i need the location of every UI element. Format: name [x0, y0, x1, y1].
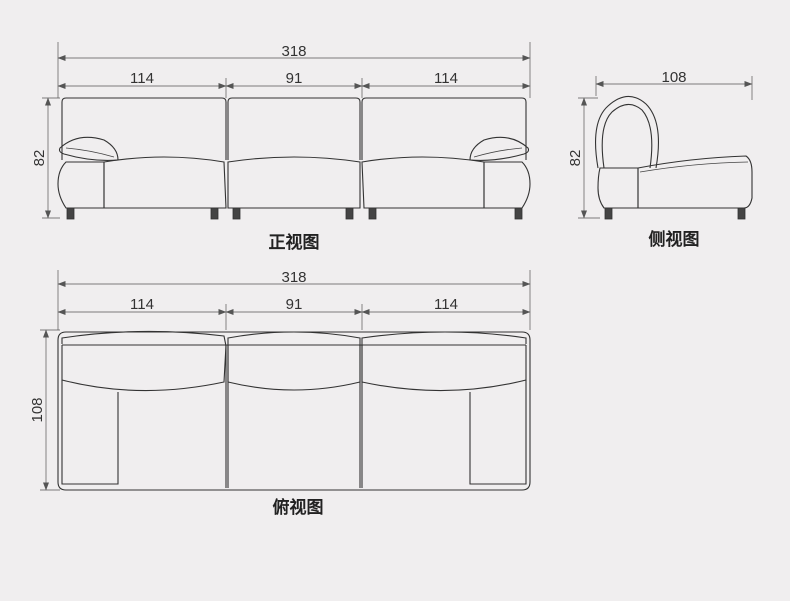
top-segment-dimensions: 114 91 114	[57, 296, 531, 330]
front-right-width-label: 114	[434, 70, 458, 87]
top-left-width-label: 114	[130, 296, 154, 313]
front-segment-dimensions: 114 91 114	[57, 70, 531, 98]
side-depth-label: 108	[661, 69, 686, 86]
side-view-title: 侧视图	[649, 229, 700, 250]
front-total-width-label: 318	[281, 43, 306, 60]
top-right-width-label: 114	[434, 296, 458, 313]
top-total-width-label: 318	[281, 269, 306, 286]
top-mid-width-label: 91	[286, 296, 303, 313]
top-view-title: 俯视图	[273, 497, 324, 518]
top-depth-dimension: 108	[29, 329, 60, 491]
front-height-dimension: 82	[31, 97, 60, 219]
front-left-width-label: 114	[130, 70, 154, 87]
front-mid-width-label: 91	[286, 70, 303, 87]
side-view: 108 82 侧视图	[567, 69, 753, 250]
side-height-dimension: 82	[567, 97, 600, 219]
front-height-label: 82	[31, 150, 48, 167]
top-view: 318 114 91 114 108	[29, 269, 531, 518]
front-view: 318 114 91 114 82	[31, 42, 531, 253]
side-height-label: 82	[567, 150, 584, 167]
side-depth-dimension: 108	[595, 69, 753, 100]
top-depth-label: 108	[29, 397, 46, 422]
front-view-title: 正视图	[269, 232, 320, 253]
top-total-width-dimension: 318	[57, 269, 531, 330]
front-total-width-dimension: 318	[57, 42, 531, 98]
